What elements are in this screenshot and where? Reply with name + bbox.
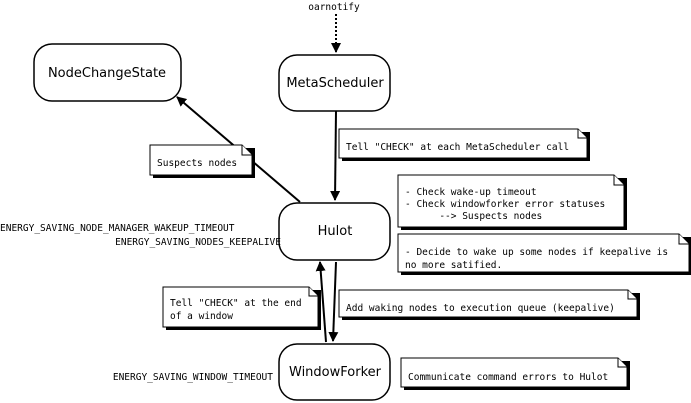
edge-hulot-to-windowforker [328,261,339,342]
note-suspects-nodes: Suspects nodes [149,144,255,178]
note-decide-wake-line-1: - Decide to wake up some nodes if keepal… [405,247,668,258]
node-hulot: Hulot [278,202,391,261]
node-nodechangestate-label: NodeChangeState [48,66,166,81]
note-tell-check-meta-line-1: Tell "CHECK" at each MetaScheduler call [346,142,569,153]
note-tell-check-window: Tell "CHECK" at the end of a window [162,286,321,330]
note-decide-wake: - Decide to wake up some nodes if keepal… [397,233,691,275]
config-label-wakeup-timeout: ENERGY_SAVING_NODE_MANAGER_WAKEUP_TIMEOU… [0,223,235,234]
edge-windowforker-to-hulot [315,261,327,343]
node-windowforker: WindowForker [278,343,391,401]
node-hulot-label: Hulot [318,224,353,239]
note-decide-wake-line-2: no more satified. [405,260,502,271]
note-tell-check-window-line-1: Tell "CHECK" at the end [170,298,302,309]
note-tell-check-meta: Tell "CHECK" at each MetaScheduler call [338,128,590,161]
source-label-oarnotify: oarnotify [308,2,360,13]
node-windowforker-label: WindowForker [289,365,382,380]
note-add-waking-line-1: Add waking nodes to execution queue (kee… [346,303,615,314]
note-suspects-nodes-line-1: Suspects nodes [157,158,237,169]
node-metascheduler-label: MetaScheduler [286,76,384,91]
note-checks-line-3: --> Suspects nodes [405,211,542,222]
note-tell-check-window-line-2: of a window [170,311,233,322]
note-checks-line-1: - Check wake-up timeout [405,187,537,198]
config-label-nodes-keepalive: ENERGY_SAVING_NODES_KEEPALIVE [115,237,281,248]
note-communicate-errors: Communicate command errors to Hulot [400,357,630,390]
note-add-waking: Add waking nodes to execution queue (kee… [338,289,640,320]
note-checks-line-2: - Check windowforker error statuses [405,199,605,210]
note-communicate-errors-line-1: Communicate command errors to Hulot [408,372,608,383]
config-label-window-timeout: ENERGY_SAVING_WINDOW_TIMEOUT [113,372,273,383]
node-nodechangestate: NodeChangeState [33,43,182,102]
edge-metascheduler-to-hulot [330,110,341,201]
node-metascheduler: MetaScheduler [278,54,391,112]
note-checks: - Check wake-up timeout - Check windowfo… [397,174,627,230]
